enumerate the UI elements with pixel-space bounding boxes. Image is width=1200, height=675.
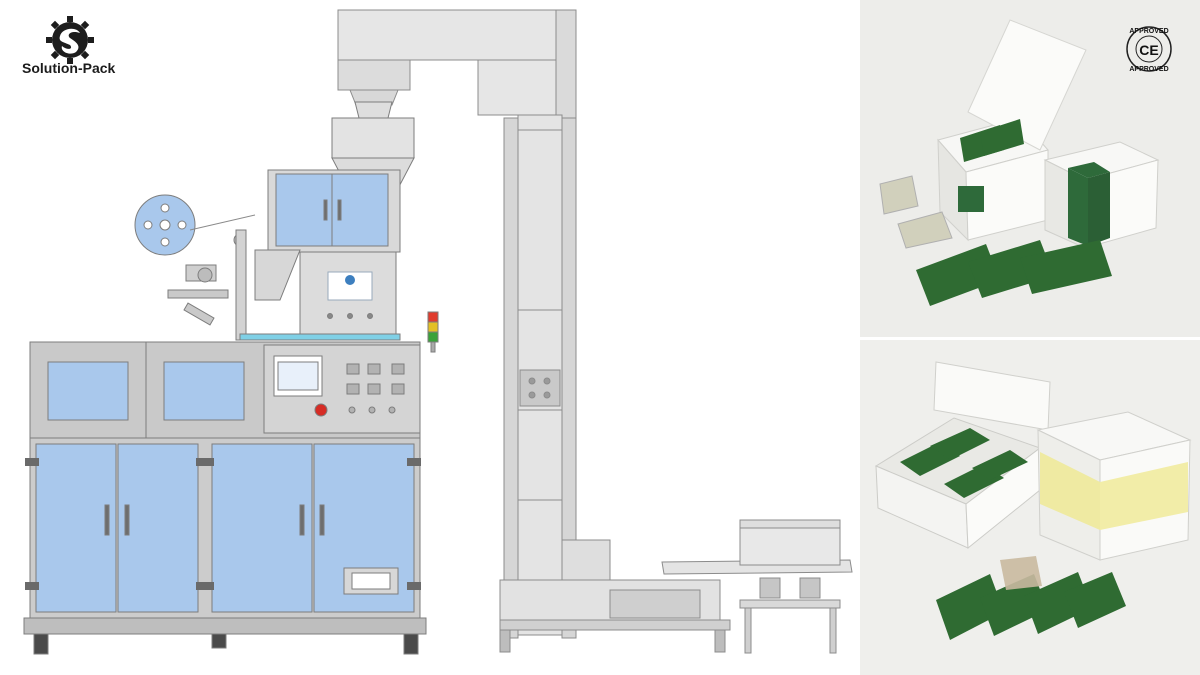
brand-name: Solution-Pack (22, 60, 116, 76)
tea-box-bottom (874, 361, 1192, 640)
bucket-elevator (337, 9, 853, 654)
tea-bag-packing-machine (23, 101, 439, 655)
ce-approved-badge: CE APPROVED APPROVED (1126, 26, 1172, 73)
brand-logo-icon (46, 16, 94, 64)
svg-text:CE: CE (1139, 42, 1158, 58)
tea-box-top (879, 19, 1160, 306)
svg-text:APPROVED: APPROVED (1129, 28, 1168, 35)
svg-text:APPROVED: APPROVED (1129, 66, 1168, 73)
